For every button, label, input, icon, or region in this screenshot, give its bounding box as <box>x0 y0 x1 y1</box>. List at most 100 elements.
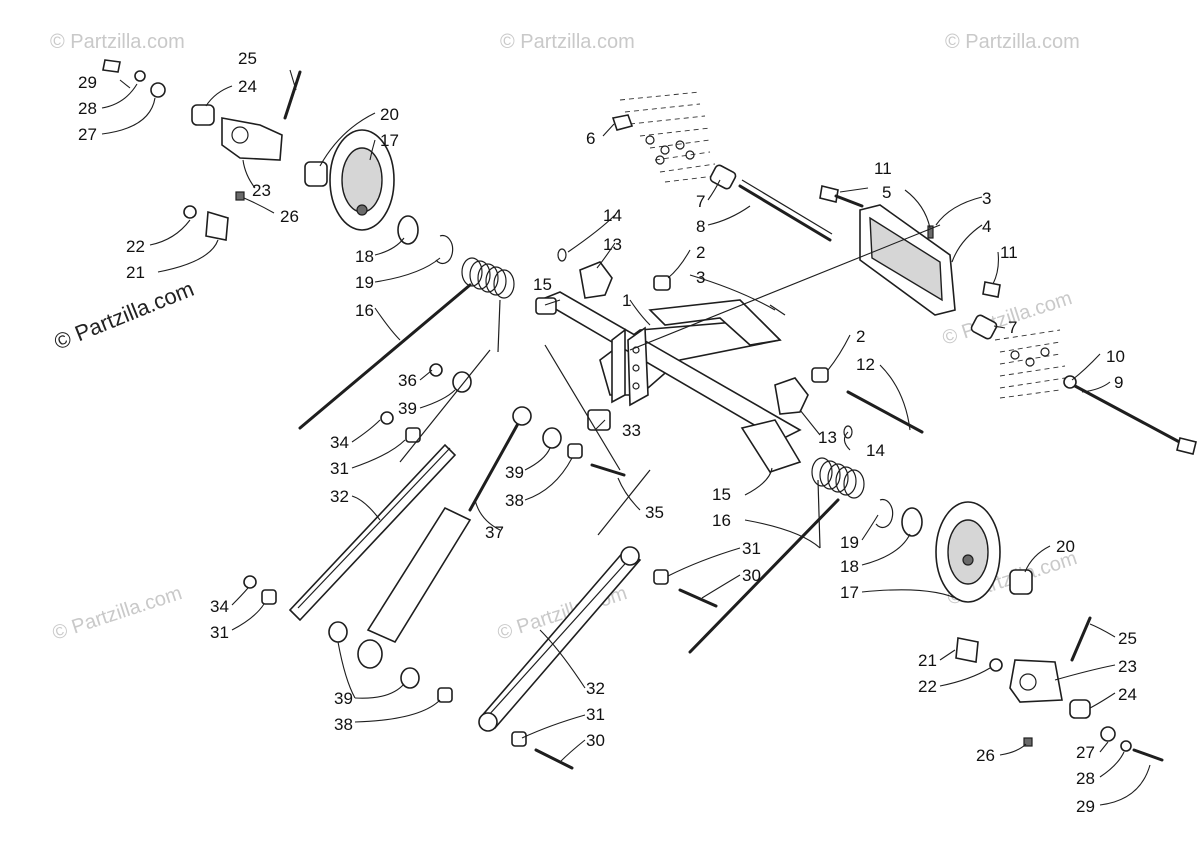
watermark-prominent: © Partzilla.com <box>51 276 198 355</box>
linkage-assembly <box>243 344 718 770</box>
stop-13-lower <box>774 377 809 415</box>
callout-38: 38 <box>505 491 524 510</box>
spacer-24 <box>191 104 215 126</box>
callout-10: 10 <box>1106 347 1125 366</box>
callout-31: 31 <box>210 623 229 642</box>
set-screw-26 <box>235 191 245 201</box>
callout-17: 17 <box>840 583 859 602</box>
bolt-29 <box>102 59 121 73</box>
bearing-18-lower <box>901 507 923 537</box>
washer-27 <box>150 82 166 98</box>
callout-25: 25 <box>238 49 257 68</box>
bracket-23 <box>221 117 283 161</box>
callout-21: 21 <box>126 263 145 282</box>
bolt-35 <box>590 463 626 477</box>
cap-21-lower <box>955 637 979 663</box>
washer-28 <box>134 70 146 82</box>
callout-14: 14 <box>866 441 885 460</box>
callout-14: 14 <box>603 206 622 225</box>
nut-34-lower <box>243 575 257 589</box>
callout-26: 26 <box>280 207 299 226</box>
bolt-9 <box>1073 384 1187 447</box>
shaft-8 <box>738 184 832 242</box>
callout-7: 7 <box>696 192 705 211</box>
callout-17: 17 <box>380 131 399 150</box>
callout-39: 39 <box>334 689 353 708</box>
spacer-38-low <box>437 687 453 703</box>
set-screw-5 <box>927 225 934 239</box>
callout-31: 31 <box>742 539 761 558</box>
callout-8: 8 <box>696 217 705 236</box>
callout-36: 36 <box>398 371 417 390</box>
cap-21 <box>205 210 229 241</box>
spring-16-lower <box>688 457 865 654</box>
rail-lower <box>994 329 1066 399</box>
callout-5: 5 <box>882 183 891 202</box>
callout-13: 13 <box>818 428 837 447</box>
callout-28: 28 <box>78 99 97 118</box>
callout-27: 27 <box>1076 743 1095 762</box>
callout-29: 29 <box>1076 797 1095 816</box>
bolt-29-lower <box>1132 748 1164 762</box>
callout-29: 29 <box>78 73 97 92</box>
watermark: © Partzilla.com <box>50 31 185 53</box>
callout-30: 30 <box>586 731 605 750</box>
callout-25: 25 <box>1118 629 1137 648</box>
watermark: © Partzilla.com <box>50 582 185 645</box>
callout-33: 33 <box>622 421 641 440</box>
callout-34: 34 <box>210 597 229 616</box>
bushing-31-upper <box>405 427 421 443</box>
callout-30: 30 <box>742 566 761 585</box>
spacer-38-mid <box>567 443 583 459</box>
bushing-31-low <box>511 731 527 747</box>
bolt-11-upper <box>819 185 839 203</box>
watermark: © Partzilla.com <box>500 31 635 53</box>
callout-22: 22 <box>918 677 937 696</box>
callout-22: 22 <box>126 237 145 256</box>
spacer-7 <box>709 164 737 190</box>
callout-32: 32 <box>330 487 349 506</box>
callout-1: 1 <box>622 291 631 310</box>
bushing-31-mid <box>653 569 669 585</box>
callout-28: 28 <box>1076 769 1095 788</box>
callout-39: 39 <box>505 463 524 482</box>
callout-4: 4 <box>982 217 991 236</box>
grease-fitting-3 <box>769 304 786 316</box>
callout-34: 34 <box>330 433 349 452</box>
callout-24: 24 <box>1118 685 1137 704</box>
sleeve-15-lower <box>740 419 802 473</box>
washer-39-low <box>328 621 348 643</box>
idler-left <box>102 59 515 430</box>
arm-32-left <box>288 443 457 622</box>
callout-6: 6 <box>586 129 595 148</box>
spacer-7-lower <box>970 314 998 340</box>
callout-26: 26 <box>976 746 995 765</box>
callout-21: 21 <box>918 651 937 670</box>
washer-39-mid <box>542 427 562 449</box>
callout-11: 11 <box>874 159 892 178</box>
spacer-24-lower <box>1069 699 1091 719</box>
callout-31: 31 <box>586 705 605 724</box>
bolt-25 <box>283 70 302 120</box>
ring-14-lower <box>843 425 853 439</box>
washer-22 <box>183 205 197 219</box>
callout-20: 20 <box>1056 537 1075 556</box>
washer-27-lower <box>1100 726 1116 742</box>
callout-16: 16 <box>355 301 374 320</box>
callout-32: 32 <box>586 679 605 698</box>
ring-14-upper <box>557 248 567 262</box>
washer-28-lower <box>1120 740 1132 752</box>
callout-11: 11 <box>1000 243 1018 262</box>
callout-27: 27 <box>78 125 97 144</box>
washer-39-lowest <box>400 667 420 689</box>
bolt-25-lower <box>1070 616 1092 662</box>
bushing-31-left <box>261 589 277 605</box>
leader-lines <box>101 69 1151 806</box>
bolt-30-low <box>534 748 574 770</box>
rail-upper <box>619 91 716 183</box>
callout-39: 39 <box>398 399 417 418</box>
callout-23: 23 <box>1118 657 1137 676</box>
callout-7: 7 <box>1008 318 1017 337</box>
nut-36 <box>429 363 443 377</box>
